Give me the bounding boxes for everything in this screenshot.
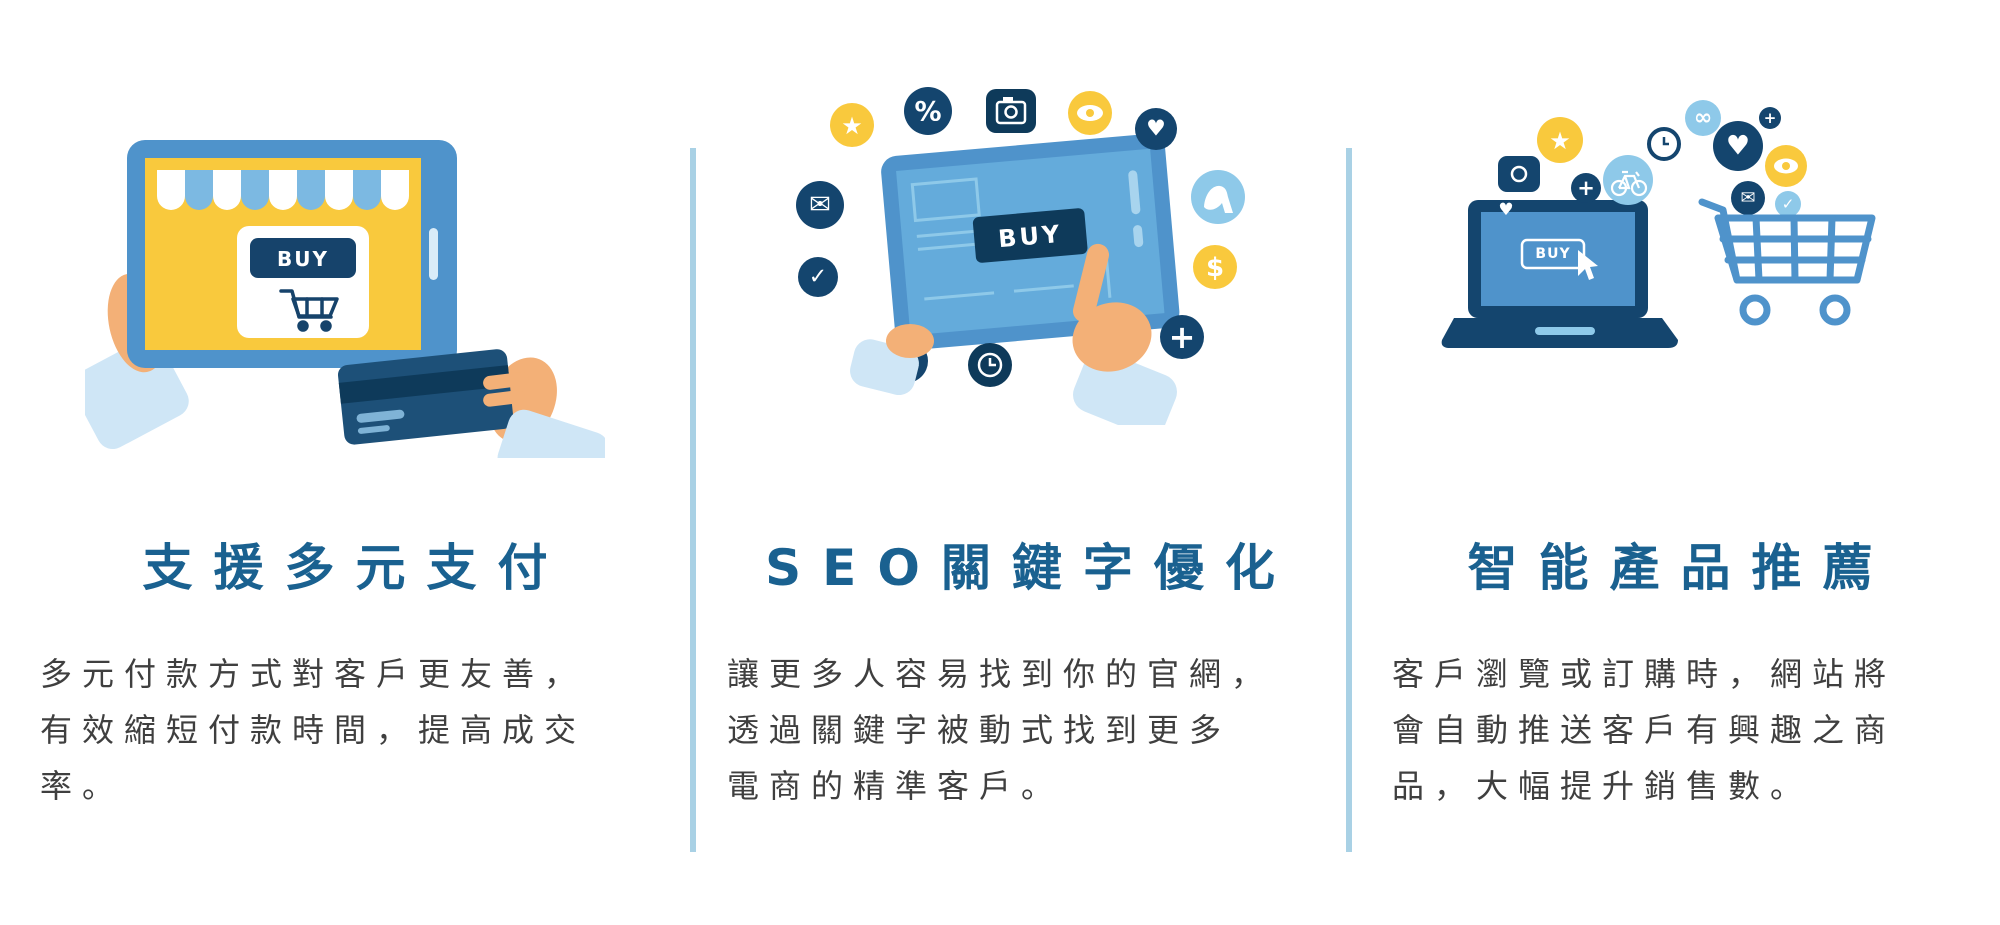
svg-text:✉: ✉ bbox=[809, 190, 831, 220]
laptop-cart-illustration: BUY ★ ♥ + bbox=[1441, 100, 1876, 348]
check-icon: ✓ bbox=[798, 257, 838, 297]
svg-text:★: ★ bbox=[1549, 127, 1571, 155]
seo-tablet-illustration: BUY ★ % bbox=[796, 87, 1245, 425]
description-line: 讓更多人容易找到你的官網， bbox=[727, 655, 1274, 693]
svg-text:★: ★ bbox=[841, 112, 863, 140]
plus-icon: + bbox=[1571, 173, 1601, 203]
credit-card bbox=[337, 348, 514, 445]
right-sleeve bbox=[497, 409, 605, 458]
feature-description-seo: 讓更多人容易找到你的官網， 透過關鍵字被動式找到更多 電商的精準客戶。 bbox=[715, 646, 1325, 814]
store-awning bbox=[157, 169, 409, 210]
eye-icon bbox=[1068, 91, 1112, 135]
eye-icon bbox=[1765, 145, 1807, 187]
recommend-illustration: BUY ★ ♥ + bbox=[1378, 0, 1962, 510]
camera-icon bbox=[986, 89, 1036, 133]
svg-text:✓: ✓ bbox=[809, 265, 827, 290]
check-icon: ✓ bbox=[1775, 191, 1801, 217]
cursor-arrow-icon bbox=[1578, 250, 1598, 280]
camera-icon bbox=[1498, 156, 1540, 192]
shopping-cart bbox=[1698, 198, 1876, 326]
column-divider bbox=[690, 148, 696, 852]
feature-description-recommend: 客戶瀏覽或訂購時，網站將 會自動推送客戶有興趣之商 品，大幅提升銷售數。 bbox=[1378, 646, 1962, 814]
feature-title-seo: SEO關鍵字優化 bbox=[765, 539, 1296, 597]
feature-column-payment: BUY bbox=[40, 0, 650, 814]
description-line: 多元付款方式對客戶更友善， bbox=[40, 655, 587, 693]
svg-text:BUY: BUY bbox=[997, 220, 1063, 253]
svg-text:%: % bbox=[914, 97, 941, 128]
svg-text:♥: ♥ bbox=[1726, 131, 1750, 162]
svg-text:✓: ✓ bbox=[1782, 195, 1795, 213]
description-line: 會自動推送客戶有興趣之商 bbox=[1392, 711, 1897, 749]
description-line: 有效縮短付款時間，提高成交 bbox=[40, 711, 587, 749]
infinity-icon: ∞ bbox=[1685, 100, 1721, 136]
svg-text:+: + bbox=[1169, 318, 1196, 356]
dollar-icon: $ bbox=[1193, 245, 1237, 289]
right-fingers bbox=[483, 371, 529, 407]
plus-icon: + bbox=[1160, 315, 1204, 359]
heart-icon: ♥ bbox=[1135, 108, 1177, 150]
small-heart-icon: ♥ bbox=[1498, 200, 1513, 220]
envelope-icon: ✉ bbox=[1731, 181, 1765, 215]
bicycle-icon bbox=[1603, 155, 1653, 205]
svg-text:BUY: BUY bbox=[1535, 246, 1570, 262]
svg-text:♥: ♥ bbox=[1146, 117, 1166, 142]
svg-text:BUY: BUY bbox=[277, 247, 329, 271]
description-line: 客戶瀏覽或訂購時，網站將 bbox=[1392, 655, 1897, 693]
tablet-store-illustration: BUY bbox=[85, 139, 605, 458]
svg-text:+: + bbox=[1764, 109, 1777, 127]
description-line: 率。 bbox=[40, 767, 125, 805]
cart-icon bbox=[279, 288, 339, 332]
svg-text:+: + bbox=[1577, 176, 1595, 200]
percent-icon: % bbox=[904, 87, 952, 135]
holding-hand bbox=[850, 324, 934, 396]
envelope-icon: ✉ bbox=[796, 181, 844, 229]
feature-title-recommend: 智能產品推薦 bbox=[1467, 539, 1894, 597]
wireframe-doodles bbox=[910, 177, 1112, 301]
feature-title-payment: 支援多元支付 bbox=[142, 539, 569, 597]
feature-column-seo: BUY ★ % bbox=[715, 0, 1325, 814]
seo-illustration: BUY ★ % bbox=[715, 0, 1325, 510]
column-divider bbox=[1346, 148, 1352, 852]
svg-text:✉: ✉ bbox=[1740, 188, 1755, 209]
description-line: 品，大幅提升銷售數。 bbox=[1392, 767, 1813, 805]
star-icon: ★ bbox=[1537, 117, 1583, 163]
description-line: 電商的精準客戶。 bbox=[727, 767, 1064, 805]
clock-icon bbox=[1647, 127, 1681, 161]
buy-button: BUY bbox=[972, 208, 1088, 263]
buy-button: BUY bbox=[1520, 238, 1586, 270]
star-icon: ★ bbox=[830, 103, 874, 147]
feature-column-recommend: BUY ★ ♥ + bbox=[1378, 0, 1962, 814]
clock-icon bbox=[968, 343, 1012, 387]
pointing-hand bbox=[1072, 243, 1177, 425]
payment-illustration: BUY bbox=[40, 0, 650, 510]
heart-icon: ♥ bbox=[1713, 121, 1763, 171]
laptop: BUY bbox=[1441, 200, 1678, 348]
description-line: 透過關鍵字被動式找到更多 bbox=[727, 711, 1232, 749]
feature-description-payment: 多元付款方式對客戶更友善， 有效縮短付款時間，提高成交 率。 bbox=[40, 646, 650, 814]
svg-text:$: $ bbox=[1206, 253, 1224, 283]
svg-text:∞: ∞ bbox=[1694, 106, 1712, 131]
small-plus-icon: + bbox=[1759, 107, 1781, 129]
buy-button: BUY bbox=[250, 237, 356, 278]
high-heel-icon bbox=[1191, 170, 1245, 224]
